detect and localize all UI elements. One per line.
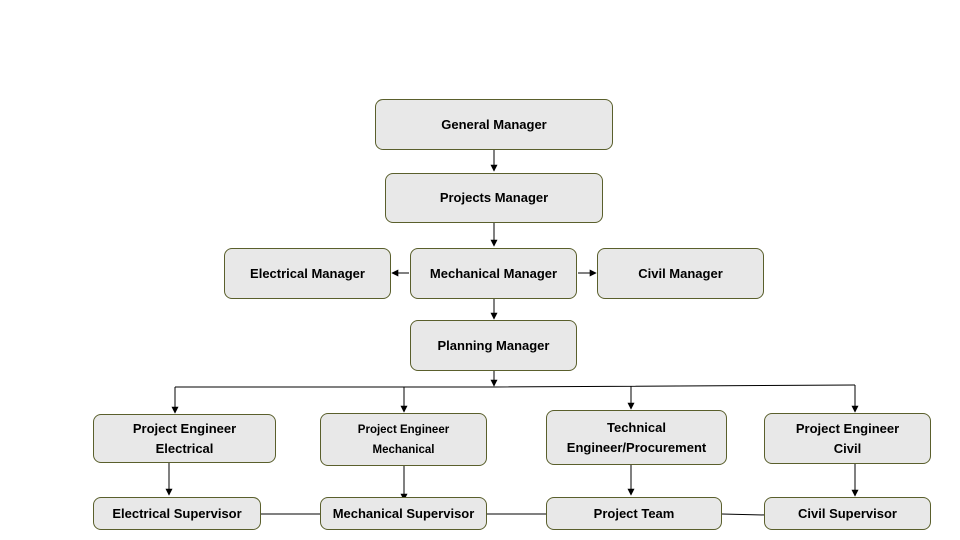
node-mechanical-manager: Mechanical Manager — [410, 248, 577, 299]
node-project-engineer-mechanical: Project Engineer Mechanical — [320, 413, 487, 466]
node-label: Projects Manager — [439, 190, 549, 205]
node-mechanical-supervisor: Mechanical Supervisor — [320, 497, 487, 530]
node-label: Electrical Manager — [250, 265, 365, 281]
node-label: Electrical Supervisor — [112, 505, 242, 521]
node-label: Mechanical Supervisor — [332, 505, 475, 521]
connector-team-to-civil-sup — [721, 513, 766, 516]
node-electrical-manager: Electrical Manager — [224, 248, 391, 299]
node-label: Project Engineer Electrical — [132, 420, 237, 456]
node-project-engineer-electrical: Project Engineer Electrical — [93, 414, 276, 463]
node-civil-supervisor: Civil Supervisor — [764, 497, 931, 530]
connector-bus — [175, 384, 856, 388]
node-project-engineer-civil: Project Engineer Civil — [764, 413, 931, 464]
node-planning-manager: Planning Manager — [410, 320, 577, 371]
node-general-manager: General Manager — [375, 99, 613, 150]
node-label: Planning Manager — [437, 337, 550, 353]
node-label: Civil Manager — [638, 265, 723, 281]
node-project-team: Project Team — [546, 497, 722, 530]
node-projects-manager: Projects Manager — [385, 173, 603, 223]
node-label: Civil Supervisor — [798, 505, 897, 521]
node-label: Technical Engineer/Procurement — [566, 419, 707, 455]
node-civil-manager: Civil Manager — [597, 248, 764, 299]
node-label: Project Engineer Mechanical — [357, 423, 450, 456]
node-label: General Manager — [441, 116, 547, 132]
node-label: Project Team — [593, 505, 675, 521]
node-label: Project Engineer Civil — [795, 420, 900, 456]
node-technical-engineer-procurement: Technical Engineer/Procurement — [546, 410, 727, 465]
node-electrical-supervisor: Electrical Supervisor — [93, 497, 261, 530]
node-label: Mechanical Manager — [429, 265, 558, 281]
